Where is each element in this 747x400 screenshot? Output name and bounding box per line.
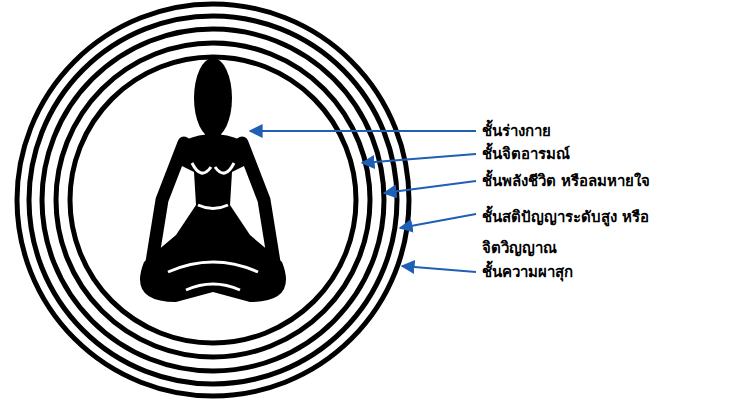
layer-label: ชั้นจิตอารมณ์ [482,142,732,166]
ring [70,57,356,343]
ring [42,29,384,371]
leader-arrows [250,131,476,272]
ring [29,16,397,384]
ring [17,4,409,396]
concentric-rings [17,4,409,396]
layer-label: ชั้นสติปัญญาระดับสูง หรือจิตวิญญาณ [482,202,657,264]
ring [56,43,370,357]
meditating-figure [140,58,286,302]
leader-arrow [250,130,476,132]
leader-arrow [402,266,476,272]
layer-label: ชั้นพลังชีวิต หรือลมหายใจ [482,169,737,193]
leader-arrow [400,214,476,228]
leader-arrow [362,154,476,163]
leader-arrow [384,181,476,193]
layer-label: ชั้นความผาสุก [482,260,732,284]
layer-label: ชั้นร่างกาย [482,119,732,143]
